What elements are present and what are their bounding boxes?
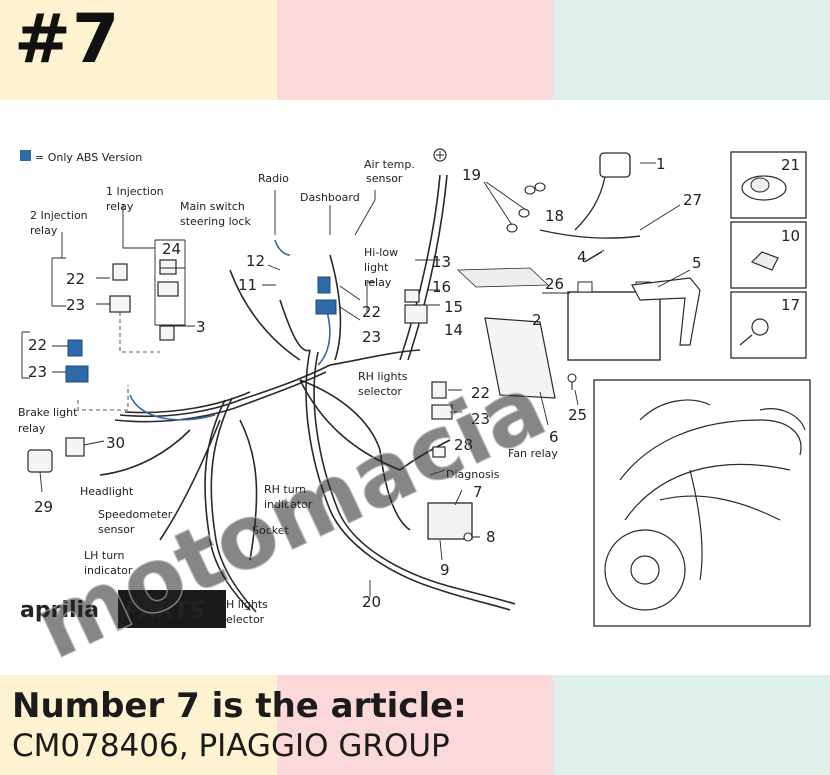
label-lh-selector-1: H lights [226,598,268,611]
label-radio: Radio [258,172,289,185]
footer-band-green [553,675,830,775]
coil-1 [574,152,631,231]
header-band-pink [277,0,553,100]
label-hilow-1: Hi-low [364,246,398,259]
pad-26 [457,267,549,288]
wiring-diagram: = Only ABS Version [16,148,811,675]
screw-25 [567,373,577,390]
callout-25: 25 [568,406,587,424]
battery-bracket [631,277,701,346]
callout-26: 26 [545,275,564,293]
label-rh-turn-1: RH turn [264,483,306,496]
label-injection1-2: relay [106,200,134,213]
callout-28: 28 [454,436,473,454]
label-brake-1: Brake light [18,406,78,419]
callout-27: 27 [683,191,702,209]
callout-5: 5 [692,254,702,272]
screw-17 [739,318,769,346]
callout-29: 29 [34,498,53,516]
label-fan-relay: Fan relay [508,447,558,460]
callout-19: 19 [462,166,481,184]
label-lh-selector-2: elector [226,613,265,626]
ecu-module [427,502,473,540]
label-rh-selector-2: selector [358,385,402,398]
label-lh-turn-1: LH turn [84,549,125,562]
callout-1: 1 [656,155,666,173]
callout-10: 10 [781,227,800,245]
label-injection2-2: relay [30,224,58,237]
label-dashboard: Dashboard [300,191,360,204]
callout-14: 14 [444,321,463,339]
label-socket: Socket [252,524,290,537]
label-brake-2: relay [18,422,46,435]
callout-22a: 22 [66,270,85,288]
aprilia-logo-text: aprilia [20,598,99,623]
callout-3: 3 [196,318,206,336]
callout-17: 17 [781,296,800,314]
label-headlight: Headlight [80,485,134,498]
callout-21: 21 [781,156,800,174]
motorcycle-illustration [604,399,806,611]
screw-8 [463,532,480,542]
label-air-temp-1: Air temp. [364,158,415,171]
callout-18: 18 [545,207,564,225]
abs-relays [65,276,337,383]
article-caption: Number 7 is the article: [12,686,467,726]
callout-23c: 23 [362,328,381,346]
parts-logo-text: PARTS [124,598,205,624]
footer-band-yellow [0,675,277,775]
callout-12: 12 [246,252,265,270]
header-band-yellow [0,0,277,100]
callout-24: 24 [162,240,181,258]
callout-23d: 23 [471,410,490,428]
fuse-set-19 [506,182,546,233]
dashed-leaders [77,312,160,411]
header-band-green [553,0,830,100]
wire-27 [539,229,641,239]
callout-11: 11 [238,276,257,294]
label-injection2-1: 2 Injection [30,209,88,222]
callout-22b: 22 [28,336,47,354]
article-code: CM078406, PIAGGIO GROUP [12,728,450,764]
label-lh-turn-2: indicator [84,564,133,577]
label-main-switch-2: steering lock [180,215,251,228]
battery [567,281,661,361]
callout-13: 13 [432,253,451,271]
relay-group [27,259,453,473]
callout-23b: 23 [28,363,47,381]
leader-lines [39,162,691,597]
label-diagnosis: Diagnosis [446,468,500,481]
label-speedo-2: sensor [98,523,135,536]
callout-8: 8 [486,528,496,546]
clip-10 [750,251,779,271]
callout-23a: 23 [66,296,85,314]
callout-30: 30 [106,434,125,452]
callout-22c: 22 [362,303,381,321]
footer-band-pink [277,675,553,775]
label-speedo-1: Speedometer [98,508,173,521]
page-title: #7 [14,0,121,79]
callout-16: 16 [432,278,451,296]
aprilia-parts-logo: aprilia PARTS [16,590,226,628]
label-hilow-3: relay [364,276,392,289]
callout-9: 9 [440,561,450,579]
callout-4: 4 [577,248,587,266]
callout-7: 7 [473,483,483,501]
label-injection1-1: 1 Injection [106,185,164,198]
abs-legend-swatch [20,150,31,161]
abs-legend-text: = Only ABS Version [35,151,142,164]
label-hilow-2: light [364,261,389,274]
callout-6: 6 [549,428,559,446]
wiring-harness [99,174,516,613]
label-main-switch-1: Main switch [180,200,245,213]
label-rh-selector-1: RH lights [358,370,408,383]
label-air-temp-2: sensor [366,172,403,185]
callout-20: 20 [362,593,381,611]
callout-22d: 22 [471,384,490,402]
callout-15: 15 [444,298,463,316]
label-rh-turn-2: indicator [264,498,313,511]
fuse-board [484,317,556,399]
callout-2: 2 [532,311,542,329]
